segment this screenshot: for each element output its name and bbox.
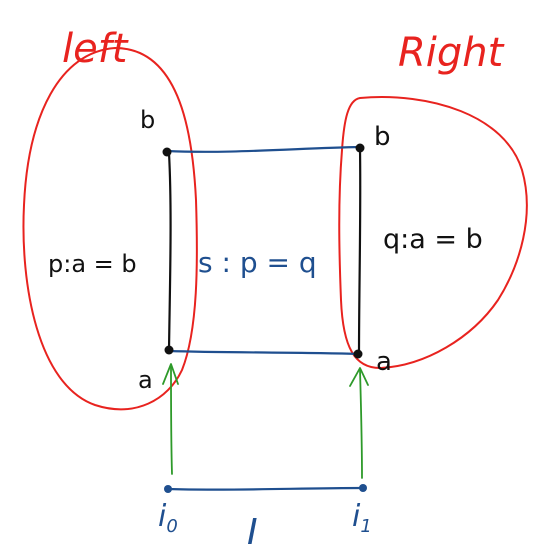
- left-bottom-point: [164, 345, 174, 355]
- left-green-arrow-head: [162, 363, 179, 385]
- interval-start-point: [164, 485, 172, 493]
- interval-label: I: [247, 512, 258, 553]
- square-top-edge: [165, 145, 362, 153]
- left-region-outline: [22, 46, 198, 411]
- interval-end-label: i1: [352, 499, 372, 537]
- right-top-point: [355, 143, 365, 153]
- left-bottom-point-label: a: [138, 366, 153, 394]
- left-region-title: left: [62, 26, 129, 72]
- right-region-outline: [338, 96, 528, 370]
- interval-line: [166, 486, 365, 491]
- interval-start-letter: i: [158, 499, 167, 534]
- left-green-arrow-shaft: [170, 365, 173, 475]
- square-bottom-edge: [167, 349, 361, 356]
- right-bottom-point: [353, 349, 363, 359]
- right-green-arrow-shaft: [359, 369, 363, 479]
- interval-end-point: [359, 484, 367, 492]
- path-p-line: [167, 151, 172, 352]
- left-top-point: [162, 147, 172, 157]
- right-path-label: q:a = b: [383, 224, 483, 255]
- right-bottom-point-label: a: [376, 347, 392, 377]
- left-top-point-label: b: [140, 106, 155, 134]
- interval-start-label: i0: [158, 499, 178, 537]
- right-top-point-label: b: [374, 122, 391, 152]
- left-path-label: p:a = b: [48, 250, 137, 278]
- interval-end-subscript: 1: [360, 516, 371, 537]
- square-label: s : p = q: [198, 246, 317, 279]
- interval-end-letter: i: [352, 499, 361, 534]
- right-green-arrow-head: [349, 367, 369, 387]
- path-q-line: [357, 146, 362, 357]
- interval-start-subscript: 0: [166, 516, 177, 537]
- right-region-title: Right: [398, 30, 505, 76]
